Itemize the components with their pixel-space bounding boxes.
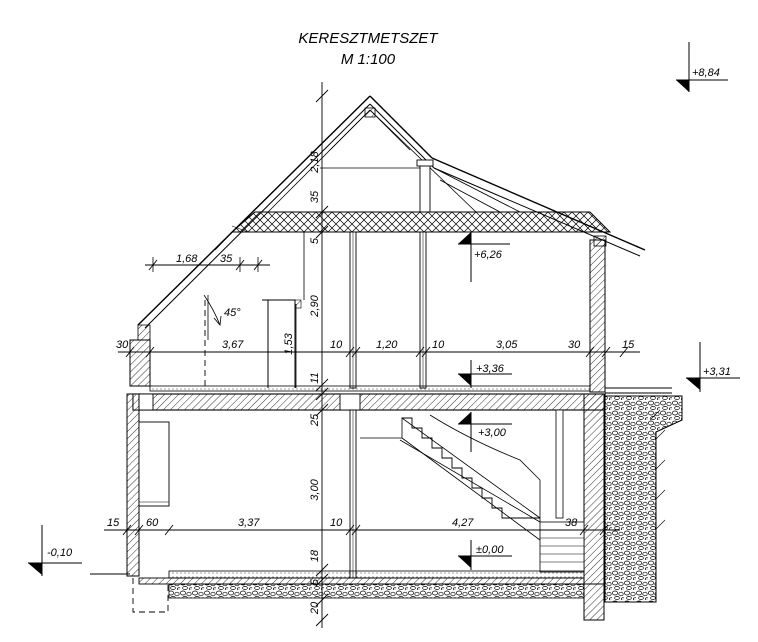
upper-horizontal-dimensions: 30 3,67 10 1,20 10 3,05 30 15 bbox=[116, 339, 640, 358]
level-ground: ±0,00 bbox=[476, 544, 504, 556]
level-terrace: +3,31 bbox=[703, 366, 731, 378]
dim-35: 35 bbox=[309, 190, 321, 203]
retaining-fill bbox=[604, 387, 683, 603]
dim-11: 11 bbox=[309, 372, 321, 383]
angle-45: 45° bbox=[224, 307, 241, 319]
dim-up-30-left: 30 bbox=[116, 339, 129, 351]
roof-angle: 45° bbox=[203, 294, 241, 340]
intermediate-slab bbox=[132, 393, 606, 411]
level-attic: +6,26 bbox=[474, 249, 503, 261]
level-marker-attic: +6,26 bbox=[458, 232, 510, 282]
dim-up-1-20: 1,20 bbox=[376, 339, 398, 351]
eave-dimensions: 1,68 35 bbox=[145, 253, 270, 272]
dim-up-10-b: 10 bbox=[432, 339, 445, 351]
dim-25: 25 bbox=[309, 413, 321, 427]
dim-3-00: 3,00 bbox=[309, 478, 321, 500]
ground-horizontal-dimensions: 15 60 3,37 10 4,27 38 bbox=[104, 517, 620, 536]
ground-floor bbox=[126, 393, 605, 621]
attic-ceiling bbox=[214, 211, 612, 251]
level-slab: +3,00 bbox=[478, 427, 507, 439]
dim-gr-3-37: 3,37 bbox=[238, 517, 260, 529]
level-marker-top: +8,84 bbox=[676, 42, 728, 92]
dim-up-3-67: 3,67 bbox=[222, 339, 244, 351]
level-marker-terrace: +3,31 bbox=[686, 342, 740, 392]
dim-gr-38: 38 bbox=[565, 517, 578, 529]
dim-up-3-05: 3,05 bbox=[496, 339, 518, 351]
dim-2-90: 2,90 bbox=[309, 294, 321, 317]
drawing-scale: M 1:100 bbox=[341, 51, 396, 68]
dim-gr-15: 15 bbox=[107, 517, 120, 529]
level-top: +8,84 bbox=[692, 67, 720, 79]
dim-eave-35: 35 bbox=[220, 253, 233, 265]
level-marker-ground: ±0,00 bbox=[458, 540, 512, 570]
dim-gr-10: 10 bbox=[330, 517, 343, 529]
level-marker-upper: +3,36 bbox=[458, 360, 512, 388]
dim-20: 20 bbox=[309, 601, 321, 615]
level-marker-exterior: -0,10 bbox=[28, 525, 130, 576]
dim-gr-60: 60 bbox=[146, 517, 159, 529]
vertical-dimension-chain: 2,18 35 5 2,90 1,53 11 25 3,00 18 5 20 bbox=[283, 82, 329, 628]
dim-gr-4-27: 4,27 bbox=[452, 517, 474, 529]
level-marker-slab: +3,00 bbox=[458, 412, 512, 452]
dim-18: 18 bbox=[309, 549, 321, 562]
dim-2-18: 2,18 bbox=[309, 150, 321, 173]
upper-floor bbox=[129, 231, 606, 393]
landing-steps bbox=[539, 521, 585, 573]
dim-5-bottom: 5 bbox=[309, 578, 321, 585]
dim-5: 5 bbox=[309, 237, 321, 244]
level-upper: +3,36 bbox=[476, 363, 505, 375]
dim-up-30-right: 30 bbox=[568, 339, 581, 351]
dim-up-10-a: 10 bbox=[330, 339, 343, 351]
dim-up-15: 15 bbox=[622, 339, 635, 351]
drawing-title: KERESZTMETSZET bbox=[298, 30, 439, 47]
level-exterior: -0,10 bbox=[47, 547, 73, 559]
dim-eave-1-68: 1,68 bbox=[176, 253, 198, 265]
dim-1-53: 1,53 bbox=[283, 332, 295, 354]
